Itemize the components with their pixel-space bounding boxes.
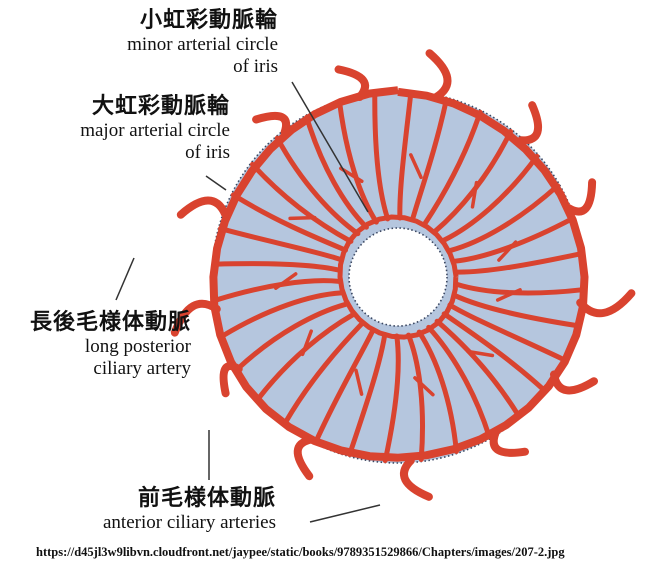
radial-branch xyxy=(304,114,369,230)
radial-branch xyxy=(347,332,388,457)
radial-branch xyxy=(218,226,345,263)
radial-branch xyxy=(422,109,483,227)
branch-twig xyxy=(354,368,364,396)
radial-branch xyxy=(406,332,425,462)
feeder-artery xyxy=(400,456,433,501)
radial-branch xyxy=(313,327,376,445)
branch-twig xyxy=(274,272,298,290)
branch-twig xyxy=(497,240,518,262)
radial-branch xyxy=(337,100,379,225)
anterior-ciliary-en: anterior ciliary arteries xyxy=(102,512,276,533)
anterior-ciliary-pointer-right xyxy=(309,504,381,523)
radial-branch xyxy=(432,129,514,234)
anterior-ciliary-arteries-label: 前毛様体動脈 anterior ciliary arteries xyxy=(40,486,276,534)
long-posterior-ciliary-artery-label: 長後毛様体動脈 long posterior ciliary artery xyxy=(0,310,191,380)
feeder-artery xyxy=(550,370,598,395)
long-posterior-en-line1: long posterior xyxy=(84,336,191,357)
minor-arterial-circle-label: 小虹彩動脈輪 minor arterial circle of iris xyxy=(60,8,278,78)
radial-branch xyxy=(372,92,391,222)
minor-circle-en-line1: minor arterial circle xyxy=(127,34,278,55)
pupil xyxy=(348,227,448,327)
radial-branch xyxy=(441,311,546,393)
major-circle-en-line2: of iris xyxy=(185,142,230,163)
minor-circle-ja: 小虹彩動脈輪 xyxy=(139,8,278,33)
major-circle-pointer xyxy=(205,175,227,191)
radial-branch xyxy=(397,90,414,221)
major-circle-ja: 大虹彩動脈輪 xyxy=(91,94,230,119)
major-arterial-circle-label: 大虹彩動脈輪 major arterial circle of iris xyxy=(20,94,230,164)
feeder-artery xyxy=(334,65,369,101)
feeder-artery xyxy=(293,435,316,481)
feeder-artery xyxy=(252,111,290,136)
radial-branch xyxy=(447,302,566,362)
radial-branch xyxy=(250,161,354,244)
anterior-ciliary-ja: 前毛様体動脈 xyxy=(137,486,276,511)
long-posterior-en-line2: ciliary artery xyxy=(93,358,191,379)
radial-branch xyxy=(441,153,540,243)
radial-branch xyxy=(409,97,449,223)
branch-twig xyxy=(409,153,423,180)
radial-branch xyxy=(448,183,561,253)
radial-branch xyxy=(282,321,365,425)
feeder-artery xyxy=(170,299,221,337)
minor-circle-pointer xyxy=(291,81,369,213)
source-url: https://d45jl3w9libvn.cloudfront.net/jay… xyxy=(36,545,565,559)
branch-twig xyxy=(300,329,313,357)
radial-branch xyxy=(454,251,583,275)
radial-branch xyxy=(451,292,578,328)
radial-branch xyxy=(211,261,342,273)
feeder-artery xyxy=(517,101,543,145)
branch-twig xyxy=(470,180,479,209)
feeder-artery xyxy=(219,362,243,398)
feeder-artery xyxy=(576,289,636,318)
radial-branch xyxy=(221,290,344,338)
radial-branch xyxy=(434,318,522,419)
radial-branch xyxy=(382,333,401,464)
radial-branch xyxy=(416,329,459,454)
feeder-artery xyxy=(564,178,597,216)
radial-branch xyxy=(230,192,348,253)
vessel-layer xyxy=(170,49,636,501)
feeder-artery xyxy=(489,429,529,457)
radial-branch xyxy=(426,324,492,440)
radial-branch xyxy=(274,135,361,237)
feeder-artery xyxy=(176,196,230,219)
pointer-layer xyxy=(115,81,381,523)
radial-branch xyxy=(235,301,349,371)
radial-branch xyxy=(256,312,356,401)
minor-circle-en-line2: of iris xyxy=(233,56,278,77)
feeder-artery xyxy=(425,49,452,101)
long-posterior-pointer xyxy=(115,257,135,301)
major-circle-en-line1: major arterial circle xyxy=(80,120,230,141)
long-posterior-ja: 長後毛様体動脈 xyxy=(29,310,191,335)
branch-twig xyxy=(495,288,522,302)
radial-branch xyxy=(452,216,575,264)
